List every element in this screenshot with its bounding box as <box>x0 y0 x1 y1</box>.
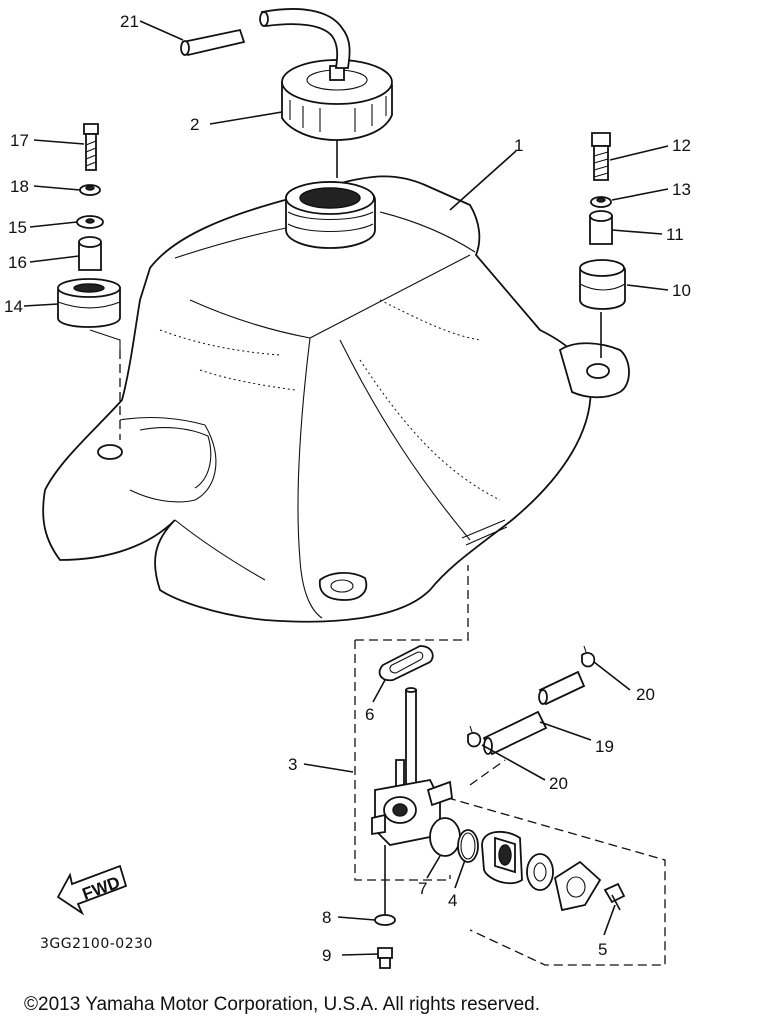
callout-9: 9 <box>322 946 331 965</box>
callout-5: 5 <box>598 940 607 959</box>
callout-20-upper: 20 <box>636 685 655 704</box>
breather-hose <box>180 8 351 69</box>
callout-17: 17 <box>10 131 29 150</box>
callout-labels: 21 2 1 3 4 5 6 7 8 9 10 11 12 13 14 15 1… <box>4 12 691 965</box>
fuel-tank <box>42 175 630 623</box>
right-mount-hardware <box>579 132 626 358</box>
callout-6: 6 <box>365 705 374 724</box>
callout-3: 3 <box>288 755 297 774</box>
callout-8: 8 <box>322 908 331 927</box>
fuel-cock-assembly <box>354 565 666 969</box>
fwd-arrow: FWD <box>56 864 128 916</box>
fuel-cap <box>281 59 393 178</box>
callout-11: 11 <box>666 225 684 244</box>
callout-14: 14 <box>4 297 23 316</box>
left-mount-hardware <box>57 123 121 440</box>
callout-4: 4 <box>448 891 457 910</box>
callout-15: 15 <box>8 218 27 237</box>
diagram-code: 3GG2100-0230 <box>40 936 153 952</box>
fwd-label: FWD <box>80 873 123 904</box>
callout-20-lower: 20 <box>549 774 568 793</box>
callout-19: 19 <box>595 737 614 756</box>
callout-16: 16 <box>8 253 27 272</box>
callout-2: 2 <box>190 115 199 134</box>
callout-12: 12 <box>672 136 691 155</box>
copyright-notice: ©2013 Yamaha Motor Corporation, U.S.A. A… <box>24 994 540 1015</box>
callout-7: 7 <box>418 879 427 898</box>
callout-1: 1 <box>514 136 523 155</box>
callout-18: 18 <box>10 177 29 196</box>
callout-21: 21 <box>120 12 139 31</box>
callout-10: 10 <box>672 281 691 300</box>
callout-13: 13 <box>672 180 691 199</box>
leader-lines <box>23 20 669 956</box>
